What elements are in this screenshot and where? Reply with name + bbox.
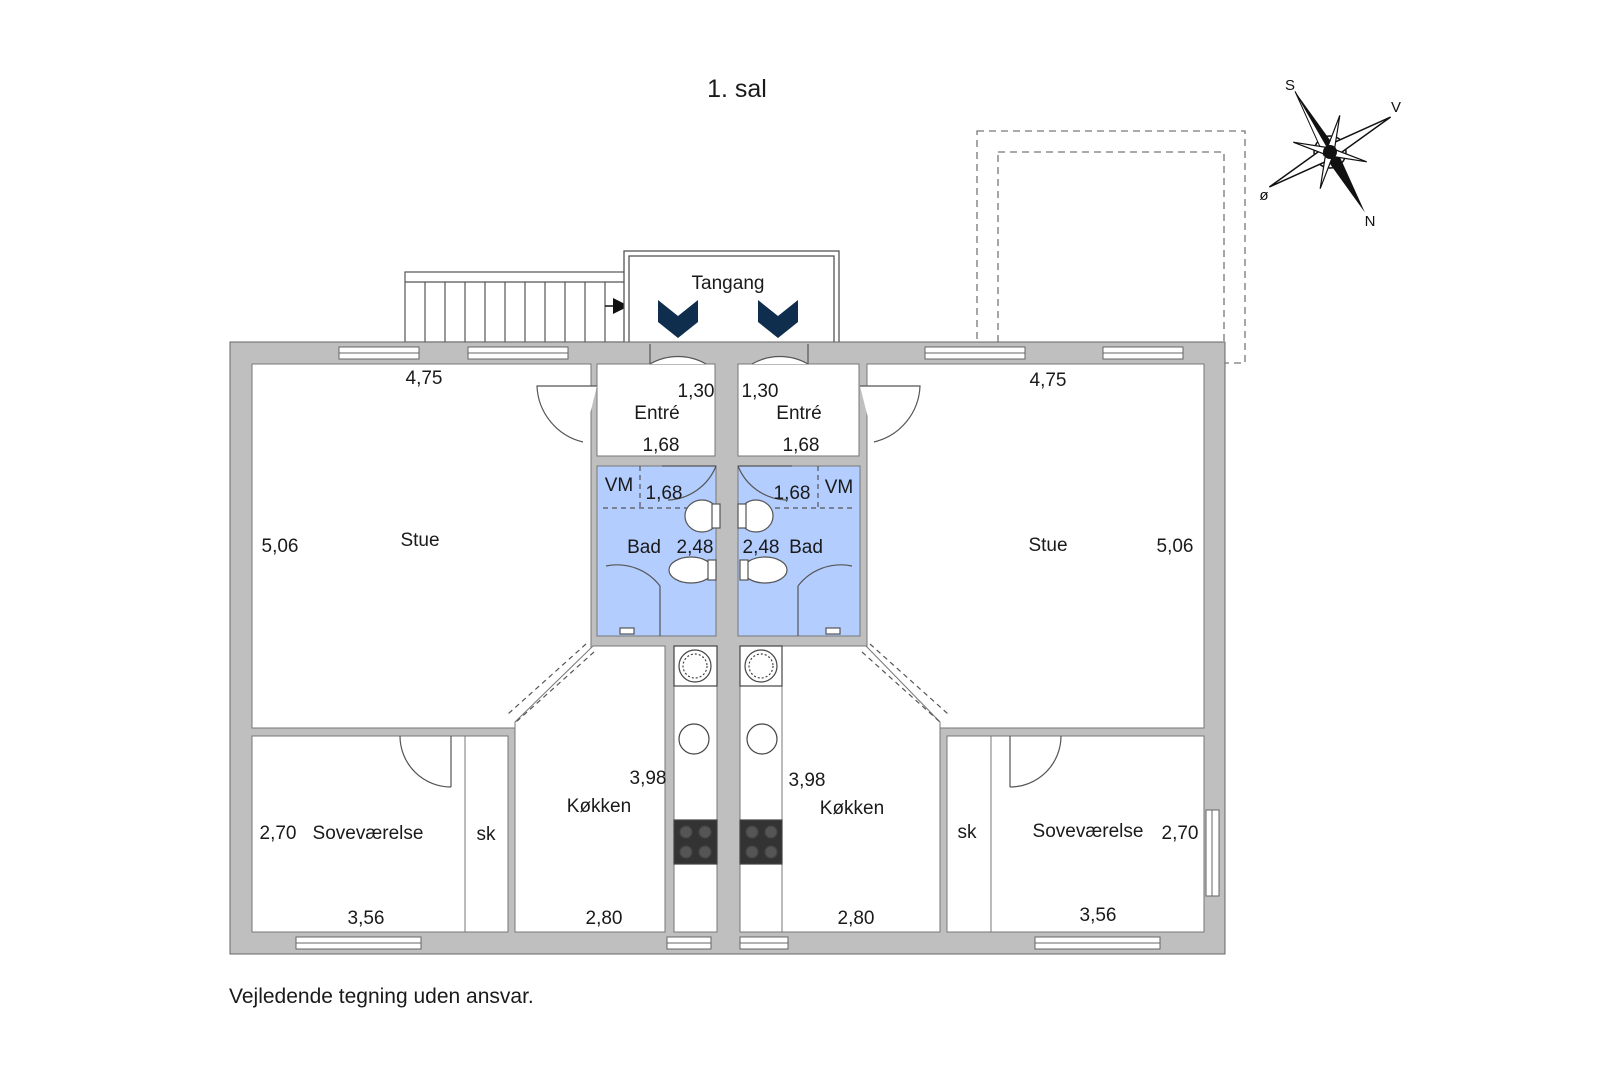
right-bad-label: Bad (789, 537, 823, 558)
left-bad-label: Bad (627, 537, 661, 558)
right-kokken-width: 2,80 (838, 908, 875, 929)
compass-label-n: N (1365, 213, 1376, 230)
compass-label-s: S (1285, 77, 1295, 94)
room-label-tangang: Tangang (692, 273, 765, 294)
right-stue-label: Stue (1028, 535, 1067, 556)
disclaimer-text: Vejledende tegning uden ansvar. (229, 985, 534, 1008)
right-entre-height: 1,68 (783, 435, 820, 456)
left-sove-width: 3,56 (348, 908, 385, 929)
terrace-outline (976, 130, 1246, 364)
right-stue-width: 4,75 (1030, 370, 1067, 391)
left-entre-label: Entré (634, 403, 679, 424)
entrance-chevron-left-icon (658, 300, 698, 338)
left-sove-height: 2,70 (260, 823, 297, 844)
building-walls (229, 341, 1226, 955)
compass-label-v: V (1391, 99, 1401, 116)
staircase (404, 271, 626, 343)
compass-icon (1268, 91, 1392, 213)
left-bad-width: 1,68 (646, 483, 683, 504)
left-kokken-label: Køkken (567, 796, 631, 817)
left-stue-height: 5,06 (262, 536, 299, 557)
left-entre-width: 1,30 (678, 381, 715, 402)
tangang-gallery (623, 250, 840, 345)
windows (295, 346, 1220, 950)
left-stue-width: 4,75 (406, 368, 443, 389)
right-sove-height: 2,70 (1162, 823, 1199, 844)
right-kokken-height: 3,98 (789, 770, 826, 791)
left-vm-label: VM (605, 475, 634, 496)
right-bad-width: 1,68 (774, 483, 811, 504)
right-sk-label: sk (958, 822, 978, 843)
right-entre-label: Entré (776, 403, 821, 424)
compass-label-o: ø (1259, 187, 1268, 204)
right-entre-width: 1,30 (742, 381, 779, 402)
right-sove-label: Soveværelse (1033, 821, 1144, 842)
right-vm-label: VM (825, 477, 854, 498)
right-stue-height: 5,06 (1157, 536, 1194, 557)
left-sk-label: sk (477, 824, 497, 845)
kitchen-fixtures (673, 645, 783, 865)
left-sove-label: Soveværelse (313, 823, 424, 844)
left-bad-height: 2,48 (677, 537, 714, 558)
left-entre-height: 1,68 (643, 435, 680, 456)
entrance-chevron-right-icon (758, 300, 798, 338)
left-kokken-height: 3,98 (630, 768, 667, 789)
left-kokken-width: 2,80 (586, 908, 623, 929)
right-kokken-label: Køkken (820, 798, 884, 819)
bathroom-fixtures (619, 499, 841, 635)
page-title: 1. sal (707, 75, 767, 103)
right-bad-height: 2,48 (743, 537, 780, 558)
stair-arrow-icon (613, 298, 629, 314)
right-sove-width: 3,56 (1080, 905, 1117, 926)
door-swings (399, 344, 1062, 788)
left-stue-label: Stue (400, 530, 439, 551)
